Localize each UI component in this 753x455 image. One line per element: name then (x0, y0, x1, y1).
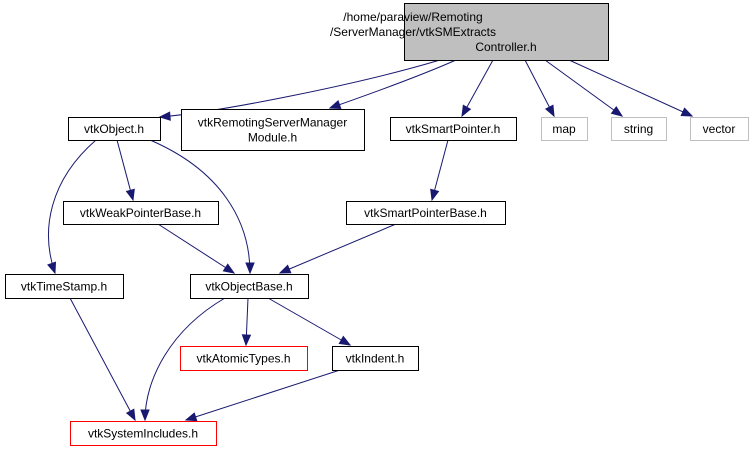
arrowhead-icon (461, 104, 472, 118)
node-label: Controller.h (475, 40, 536, 54)
edge-line (279, 223, 397, 274)
node-label: vtkRemotingServerManager (198, 116, 347, 130)
node-label: vtkAtomicTypes.h (196, 352, 290, 366)
edge-line (544, 59, 623, 117)
node-vtkSystemIncludes[interactable]: vtkSystemIncludes.h (70, 421, 217, 446)
node-box (611, 117, 667, 141)
node-box (346, 201, 506, 225)
node-label: vtkSmartPointer.h (406, 122, 501, 136)
edge-line (185, 369, 341, 421)
edge-vtkObject-to-vtkTimeStamp (47, 139, 97, 275)
edge-line (267, 297, 351, 346)
nodes-layer: /home/paraview/Remoting/ServerManager/vt… (5, 3, 749, 446)
edge-vtkObjectBase-to-vtkSystemIncludes (140, 297, 226, 422)
node-box (390, 117, 517, 141)
node-box (68, 117, 161, 141)
edge-root-to-string (544, 59, 624, 117)
node-map: map (541, 117, 588, 141)
edge-root-to-vector (568, 59, 694, 117)
edge-vtkObjectBase-to-vtkIndent (267, 297, 352, 346)
arrowhead-icon (245, 262, 255, 275)
node-box (63, 201, 219, 225)
node-label: vtkSmartPointerBase.h (364, 206, 487, 220)
node-box (332, 346, 419, 371)
node-label: vtkObjectBase.h (205, 280, 292, 294)
edge-line (568, 59, 693, 117)
node-label: vtkSystemIncludes.h (88, 427, 198, 441)
edge-vtkSmartPointer-to-vtkSmartPointerBase (430, 139, 449, 202)
edge-vtkIndent-to-vtkSystemIncludes (184, 369, 341, 422)
arrowhead-icon (140, 409, 150, 422)
arrowhead-icon (680, 107, 694, 117)
edge-line (69, 297, 136, 421)
edge-line (524, 59, 555, 117)
node-box (181, 109, 365, 151)
arrowhead-icon (125, 188, 135, 202)
node-box (690, 117, 749, 141)
edge-vtkWeakPointerBase-to-vtkObjectBase (157, 223, 236, 274)
node-vtkTimeStamp[interactable]: vtkTimeStamp.h (5, 274, 124, 299)
edge-line (48, 139, 97, 274)
edge-root-to-map (524, 59, 555, 118)
edge-line (159, 59, 441, 118)
arrowhead-icon (158, 111, 171, 121)
edge-vtkTimeStamp-to-vtkSystemIncludes (69, 297, 136, 422)
arrowhead-icon (544, 104, 555, 118)
edge-root-to-vtkSmartPointer (461, 59, 494, 118)
node-string: string (611, 117, 667, 141)
node-vtkWeakPointerBase[interactable]: vtkWeakPointerBase.h (63, 201, 219, 225)
arrowhead-icon (338, 335, 352, 346)
node-label: string (624, 122, 653, 136)
node-box (70, 421, 217, 446)
edge-vtkObject-to-vtkObjectBase (149, 139, 255, 275)
node-vtkObject[interactable]: vtkObject.h (68, 117, 161, 141)
node-vtkIndent[interactable]: vtkIndent.h (332, 346, 419, 371)
edge-vtkSmartPointerBase-to-vtkObjectBase (278, 223, 397, 274)
arrowhead-icon (328, 100, 342, 110)
node-label: vtkTimeStamp.h (21, 280, 107, 294)
arrowhead-icon (222, 263, 236, 274)
arrowhead-icon (610, 105, 624, 117)
node-box (404, 3, 609, 61)
node-vtkAtomicTypes[interactable]: vtkAtomicTypes.h (180, 346, 308, 371)
edge-line (329, 59, 457, 109)
arrowhead-icon (184, 412, 198, 422)
node-box (190, 274, 309, 299)
edge-line (149, 139, 251, 274)
arrowhead-icon (430, 188, 440, 202)
edge-root-to-vtkRemotingServerManagerModule (328, 59, 457, 110)
node-label: Module.h (248, 131, 297, 145)
arrowhead-icon (125, 408, 136, 422)
arrowhead-icon (47, 261, 57, 275)
edge-line (461, 59, 494, 117)
node-label: /home/paraview/Remoting (343, 10, 482, 24)
arrowhead-icon (241, 334, 252, 347)
node-box (541, 117, 588, 141)
edge-vtkObject-to-vtkWeakPointerBase (116, 139, 135, 202)
edge-vtkObjectBase-to-vtkAtomicTypes (241, 297, 252, 347)
node-label: vtkObject.h (84, 122, 144, 136)
edges-layer (47, 59, 694, 422)
node-root[interactable]: /home/paraview/Remoting/ServerManager/vt… (330, 3, 609, 61)
node-label: /ServerManager/vtkSMExtracts (330, 25, 496, 39)
node-vtkObjectBase[interactable]: vtkObjectBase.h (190, 274, 309, 299)
node-label: vector (703, 122, 736, 136)
node-vtkSmartPointer[interactable]: vtkSmartPointer.h (390, 117, 517, 141)
node-vtkSmartPointerBase[interactable]: vtkSmartPointerBase.h (346, 201, 506, 225)
edge-line (157, 223, 235, 274)
edge-line (144, 297, 226, 421)
arrowhead-icon (278, 264, 292, 274)
node-box (180, 346, 308, 371)
node-label: vtkIndent.h (346, 352, 405, 366)
node-label: vtkWeakPointerBase.h (80, 206, 201, 220)
node-box (5, 274, 124, 299)
node-vector: vector (690, 117, 749, 141)
node-label: map (552, 122, 576, 136)
